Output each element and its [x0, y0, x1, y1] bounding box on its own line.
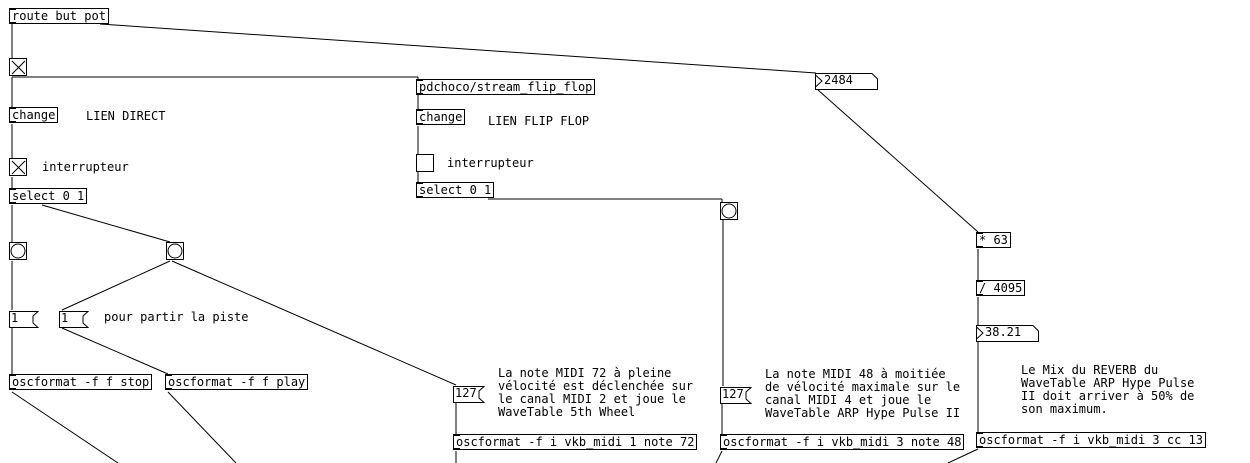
mix-number-value: 38.21 — [985, 325, 1022, 339]
message-text: 127 — [722, 387, 744, 401]
pot-number-box[interactable]: 2484 — [815, 73, 878, 90]
message-box-frame — [59, 311, 89, 328]
message-text: 127 — [455, 386, 477, 400]
number-box-frame — [976, 325, 1039, 342]
oscformat-cc13-object[interactable]: oscformat -f i vkb_midi 3 cc 13 — [976, 432, 1206, 448]
bang-circle-icon — [167, 243, 183, 259]
message-box-127-a[interactable]: 127 — [453, 386, 485, 403]
change-object-mid[interactable]: change — [416, 109, 466, 125]
message-box-frame — [9, 311, 39, 328]
oscformat-note72-object[interactable]: oscformat -f i vkb_midi 1 note 72 — [453, 434, 698, 450]
message-box-1-right[interactable]: 1 — [59, 311, 89, 328]
bang-circle-icon — [10, 243, 26, 259]
oscformat-stop-object[interactable]: oscformat -f f stop — [9, 374, 153, 390]
stream-flip-flop-object[interactable]: pdchoco/stream_flip_flop — [416, 79, 596, 95]
comment-reverb: Le Mix du REVERB du WaveTable ARP Hype P… — [1021, 363, 1195, 416]
message-box-frame — [720, 387, 752, 404]
message-box-127-b[interactable]: 127 — [720, 387, 752, 404]
mix-number-box[interactable]: 38.21 — [976, 325, 1039, 342]
pot-number-value: 2484 — [824, 73, 853, 87]
route-object[interactable]: route but pot — [9, 8, 109, 24]
bang-left[interactable] — [9, 242, 27, 260]
select-object-left[interactable]: select 0 1 — [9, 188, 88, 204]
change-object-left[interactable]: change — [9, 107, 59, 123]
message-box-1-left[interactable]: 1 — [9, 311, 39, 328]
bang-circle-icon — [721, 203, 737, 219]
bang-mid[interactable] — [166, 242, 184, 260]
toggle-mid[interactable] — [416, 154, 434, 172]
message-text: 1 — [61, 311, 69, 325]
message-box-frame — [453, 386, 485, 403]
number-box-frame — [815, 73, 878, 90]
message-text: 1 — [11, 311, 19, 325]
oscformat-play-object[interactable]: oscformat -f f play — [165, 374, 309, 390]
comment-interrupteur-left: interrupteur — [42, 160, 129, 174]
toggle-left[interactable] — [9, 158, 27, 176]
comment-note48: La note MIDI 48 à moitiée de vélocité ma… — [765, 367, 961, 420]
toggle-x-icon — [11, 160, 26, 175]
divide-object[interactable]: / 4095 — [976, 280, 1026, 296]
comment-lien-flip-flop: LIEN FLIP FLOP — [488, 114, 590, 128]
multiply-object[interactable]: * 63 — [976, 232, 1011, 248]
comment-pour-partir: pour partir la piste — [104, 310, 249, 324]
toggle-top[interactable] — [9, 58, 27, 76]
bang-right[interactable] — [720, 202, 738, 220]
oscformat-note48-object[interactable]: oscformat -f i vkb_midi 3 note 48 — [720, 434, 965, 450]
toggle-x-icon — [11, 60, 26, 75]
select-object-mid[interactable]: select 0 1 — [416, 182, 495, 198]
comment-note72: La note MIDI 72 à pleine vélocité est dé… — [498, 366, 694, 419]
comment-interrupteur-mid: interrupteur — [447, 156, 534, 170]
comment-lien-direct: LIEN DIRECT — [86, 109, 166, 123]
